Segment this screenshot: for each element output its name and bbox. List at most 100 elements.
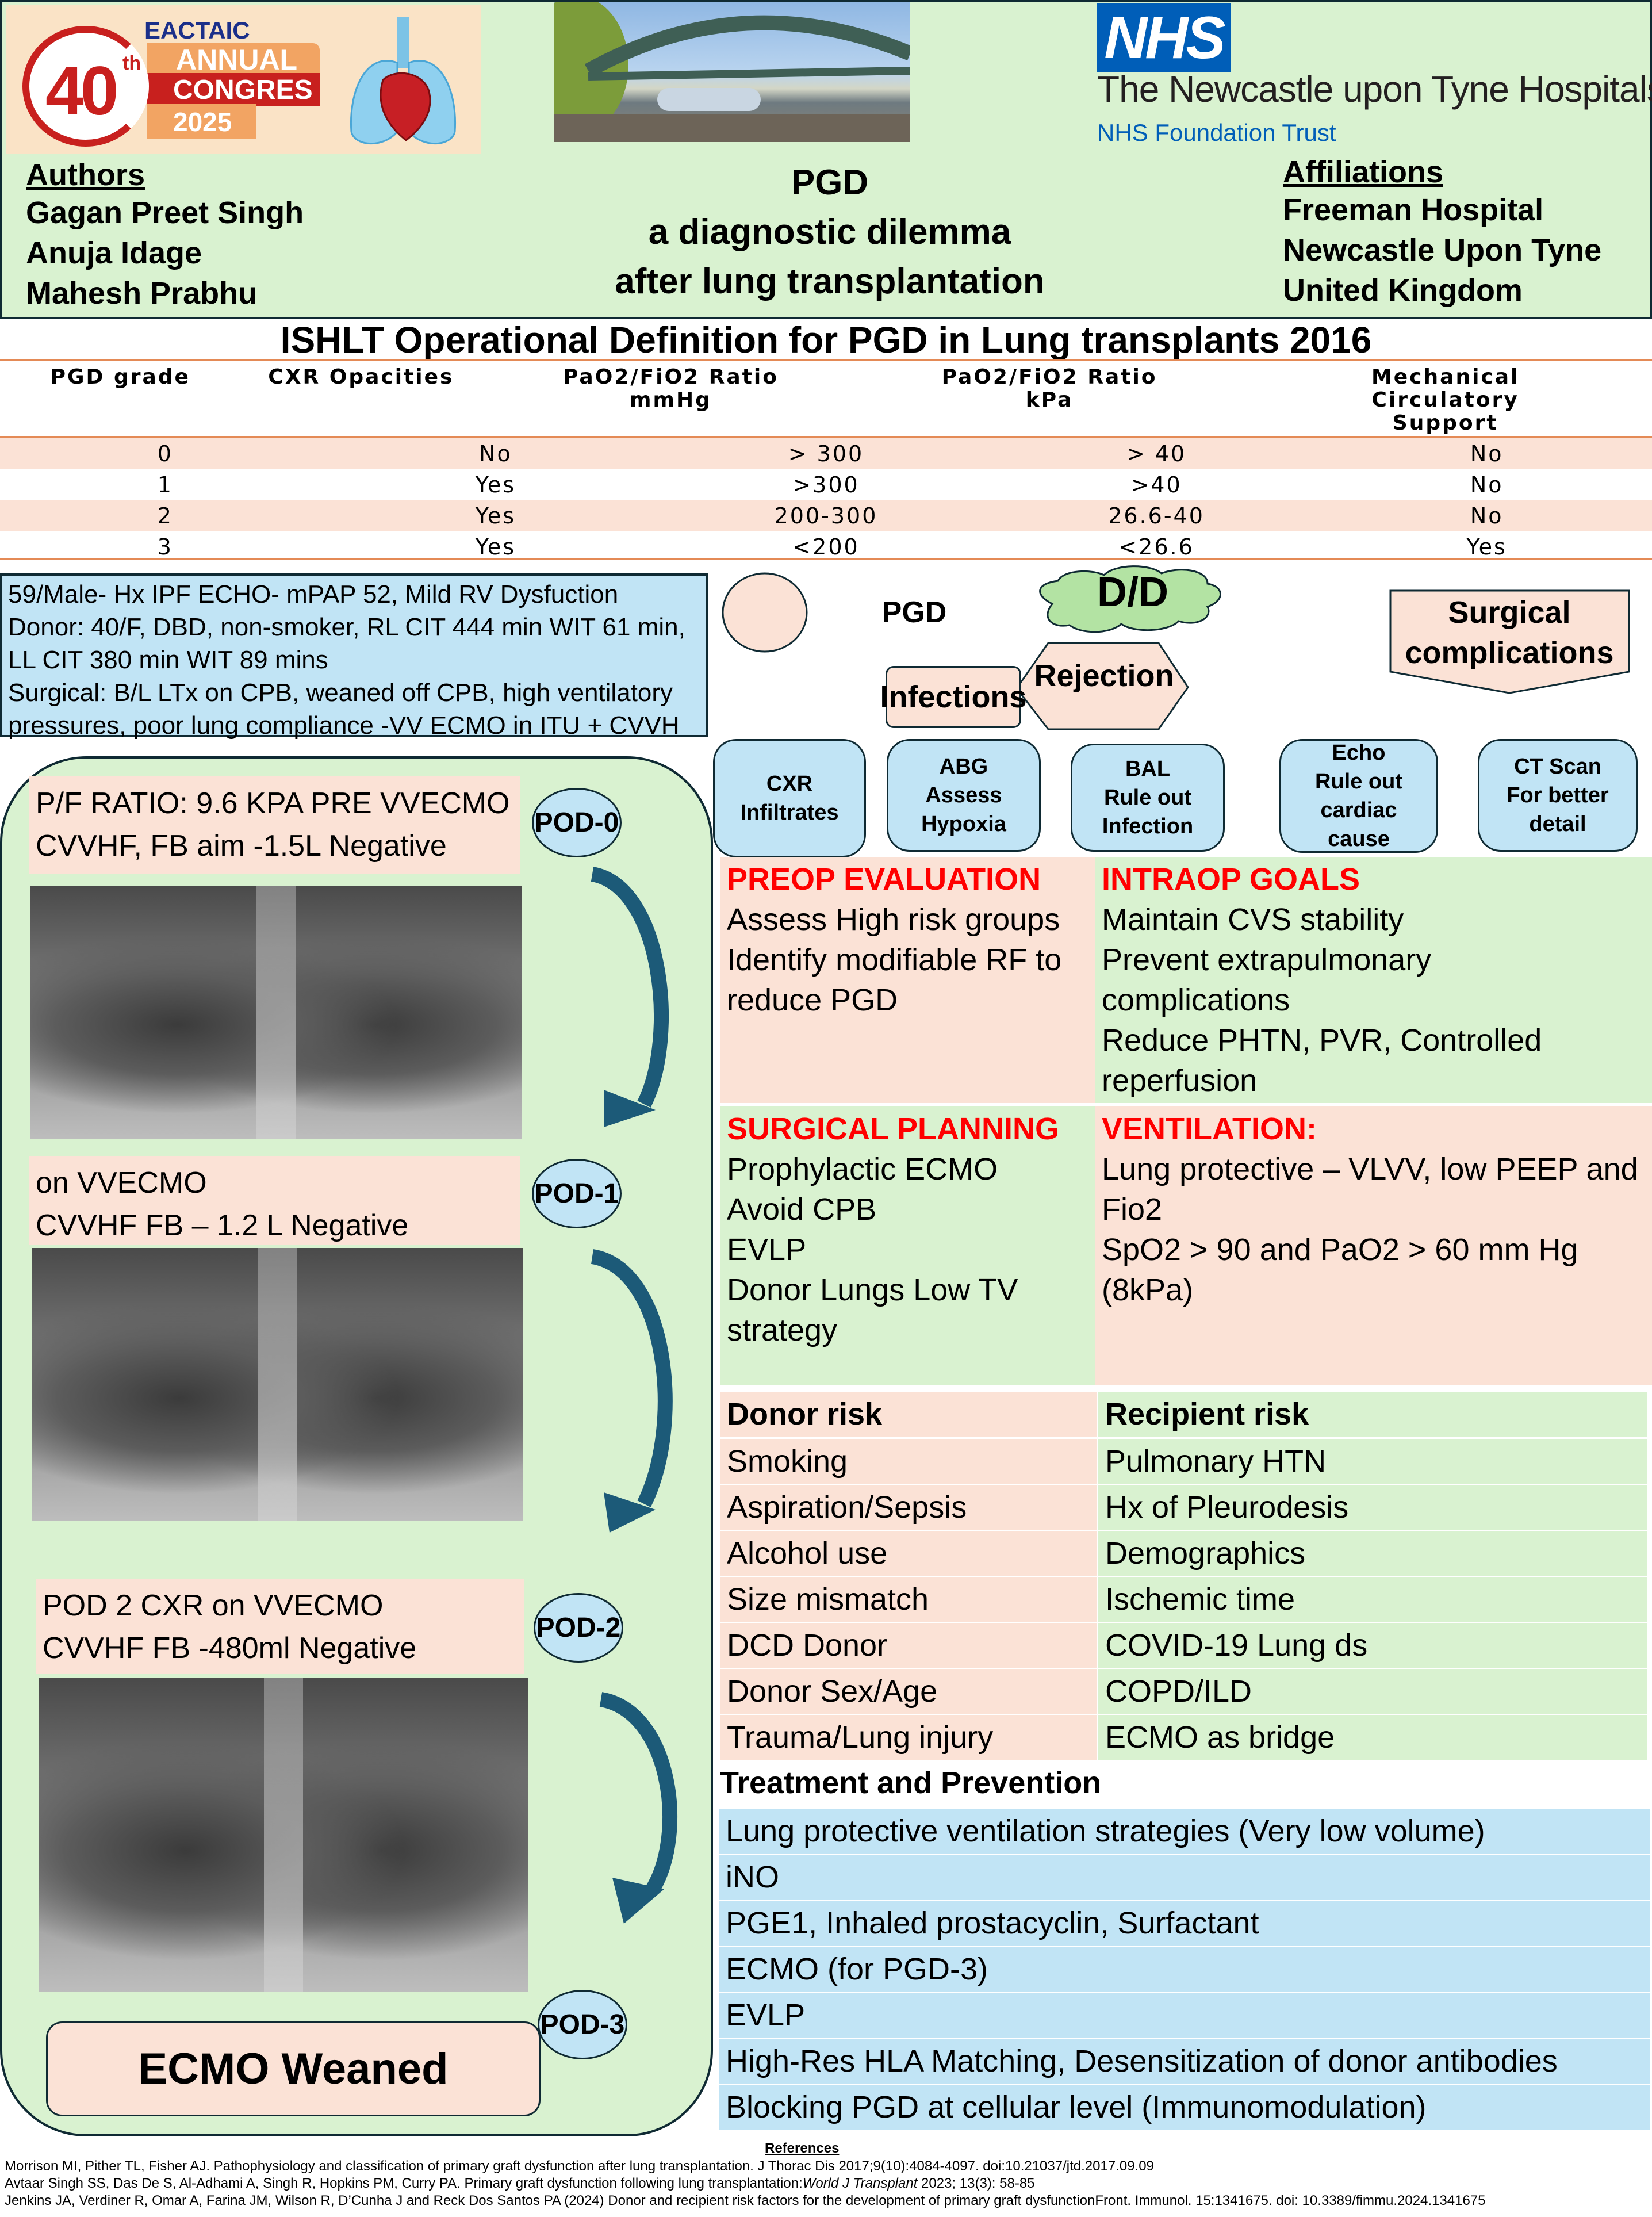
table-cell: 0 <box>157 441 173 466</box>
ventilation-item: (8kPa) <box>1102 1273 1194 1307</box>
surgical-complications-label: Surgical complications <box>1392 595 1627 670</box>
pod-badge: POD-1 <box>532 1159 622 1228</box>
intraop-item: Maintain CVS stability <box>1102 902 1404 937</box>
table-cell: > 40 <box>1126 441 1187 466</box>
xray-spine <box>258 1248 297 1521</box>
column-header: CXR Opacities <box>268 365 454 389</box>
column-header: Mechanical Circulatory Support <box>1371 365 1520 435</box>
note-line: CVVHF, FB aim -1.5L Negative <box>36 829 447 863</box>
table-cell: 2 <box>157 503 173 529</box>
table-cell: Yes <box>475 472 516 497</box>
table-cell: No <box>1470 441 1504 466</box>
test-line: Infection <box>1102 814 1194 838</box>
nhs-trust-name: The Newcastle upon Tyne Hospitals <box>1097 68 1652 110</box>
affiliations-block: Affiliations Freeman Hospital Newcastle … <box>1283 154 1628 311</box>
pgd-ellipse <box>722 572 808 653</box>
references-heading: References <box>765 2141 840 2156</box>
donor-risk-item: Size mismatch <box>720 1577 1097 1622</box>
table-cell: > 300 <box>788 441 864 466</box>
table-divider <box>0 558 1652 560</box>
surgical-heading: SURGICAL PLANNING <box>727 1112 1060 1146</box>
dd-cloud-shape <box>1039 565 1221 633</box>
donor-risk-item: Trauma/Lung injury <box>720 1715 1097 1760</box>
logo-band <box>147 104 256 139</box>
note-line: P/F RATIO: 9.6 KPA PRE VVECMO <box>36 787 510 820</box>
treatment-item: iNO <box>719 1855 1650 1900</box>
note-line: CVVHF FB – 1.2 L Negative <box>36 1209 409 1242</box>
table-cell: >40 <box>1130 472 1182 497</box>
recipient-risk-item: Ischemic time <box>1098 1577 1647 1622</box>
lungs-heart-icon <box>350 17 457 145</box>
pod-badge: POD-0 <box>532 788 622 857</box>
xray-spine <box>256 886 296 1139</box>
nhs-logo: NHS <box>1097 3 1231 72</box>
title-line: PGD <box>791 163 869 202</box>
ecmo-weaned-outcome: ECMO Weaned <box>46 2021 541 2116</box>
affiliation: United Kingdom <box>1283 273 1523 308</box>
xray-spine <box>264 1678 303 1992</box>
curved-arrow-icon <box>591 867 669 1127</box>
logo-band <box>147 43 320 78</box>
intraop-item: complications <box>1102 983 1290 1017</box>
column-header: PGD grade <box>50 365 190 389</box>
surgical-item: strategy <box>727 1313 838 1347</box>
case-line: Surgical: B/L LTx on CPB, weaned off CPB… <box>8 679 673 707</box>
chest-xray-pod1 <box>32 1248 523 1521</box>
chest-xray-pod2 <box>39 1678 528 1992</box>
differential-diagnosis-diagram: PGD D/D Surgical complications Infection… <box>713 561 1652 857</box>
pod0-note: P/F RATIO: 9.6 KPA PRE VVECMO CVVHF, FB … <box>29 776 520 874</box>
reference-tail: 2023; 13(3): 58-85 <box>917 2176 1035 2191</box>
note-line: CVVHF FB -480ml Negative <box>43 1632 417 1665</box>
case-summary-box: 59/Male- Hx IPF ECHO- mPAP 52, Mild RV D… <box>0 573 708 740</box>
table-cell: 3 <box>157 534 173 560</box>
logo-band <box>147 73 320 106</box>
test-line: cause <box>1328 827 1390 851</box>
donor-risk-heading: Donor risk <box>720 1392 1097 1437</box>
intraop-item: reperfusion <box>1102 1063 1258 1098</box>
case-line: 59/Male- Hx IPF ECHO- mPAP 52, Mild RV D… <box>8 580 619 608</box>
test-line: CXR <box>766 772 813 796</box>
treatment-item: High-Res HLA Matching, Desensitization o… <box>719 2039 1650 2084</box>
table-row: 0 No > 300 > 40 No <box>0 438 1652 469</box>
ishlt-table-title: ISHLT Operational Definition for PGD in … <box>280 319 1372 361</box>
reference-item: Morrison MI, Pither TL, Fisher AJ. Patho… <box>5 2158 1154 2174</box>
column-header: PaO2/FiO2 Ratio mmHg <box>563 365 779 412</box>
intraop-item: Prevent extrapulmonary <box>1102 943 1432 977</box>
rejection-label: Rejection <box>1034 658 1174 693</box>
reference-journal: World J Transplant <box>802 2176 918 2191</box>
recipient-risk-item: ECMO as bridge <box>1098 1715 1647 1760</box>
table-row: 3 Yes <200 <26.6 Yes <box>0 531 1652 562</box>
treatment-item: EVLP <box>719 1993 1650 2038</box>
test-line: For better <box>1507 783 1609 807</box>
table-cell: 1 <box>157 472 173 497</box>
surgical-item: Donor Lungs Low TV <box>727 1273 1018 1307</box>
affiliation: Newcastle Upon Tyne <box>1283 233 1602 267</box>
diagram-shapes <box>722 565 1630 730</box>
title-line: after lung transplantation <box>615 262 1045 301</box>
eactaic-congress-logo: EACTAIC 40 th ANNUAL CONGRES 2025 <box>6 5 481 154</box>
ishlt-definition-table: PGD grade CXR Opacities PaO2/FiO2 Ratio … <box>0 359 1652 562</box>
table-cell: 200-300 <box>774 503 878 529</box>
logo-line2: CONGRES <box>173 75 313 105</box>
table-row: 2 Yes 200-300 26.6-40 No <box>0 500 1652 531</box>
reference-item: Avtaar Singh SS, Das De S, Al-Adhami A, … <box>5 2175 1035 2192</box>
logo-org: EACTAIC <box>144 17 250 44</box>
pod2-note: POD 2 CXR on VVECMO CVVHF FB -480ml Nega… <box>36 1579 524 1674</box>
test-line: Hypoxia <box>921 812 1006 836</box>
table-row: 1 Yes >300 >40 No <box>0 469 1652 500</box>
pod-badge: POD-2 <box>534 1593 623 1663</box>
test-line: detail <box>1529 812 1586 836</box>
table-cell: Yes <box>475 503 516 529</box>
affiliation: Freeman Hospital <box>1283 193 1544 227</box>
logo-line1: ANNUAL <box>176 44 298 76</box>
affiliations-heading: Affiliations <box>1283 155 1443 189</box>
test-line: Assess <box>925 783 1002 807</box>
test-line: CT Scan <box>1513 755 1602 779</box>
author-name: Anuja Idage <box>26 236 202 270</box>
table-cell: No <box>1470 472 1504 497</box>
chest-xray-pod0 <box>30 886 522 1139</box>
